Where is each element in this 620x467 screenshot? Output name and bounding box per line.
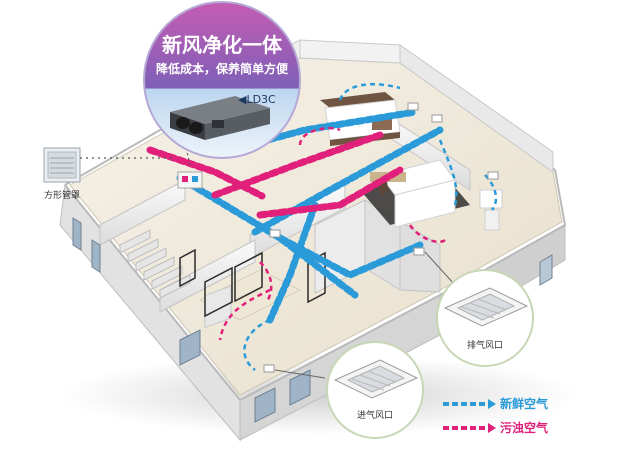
fresh-air-room-flow [243,82,498,371]
ventilation-unit-location [177,171,203,189]
ceiling-diffusers [263,102,499,373]
bubble-connector [181,129,191,166]
square-hood-label: 方形管罩 [44,189,80,201]
legend-fresh-air-label: 新鲜空气 [500,396,548,411]
ventilation-unit-image [170,96,270,140]
legend: 新鲜空气 污浊空气 [443,396,548,435]
legend-dirty-air-label: 污浊空气 [500,420,548,435]
dirty-air-ducts [146,131,404,219]
model-label: ◀LD3C [238,93,276,106]
dirty-air-room-flow [218,126,446,341]
intake-vent-callout [274,341,424,439]
intake-vent-label: 进气风口 [357,409,393,421]
exhaust-vent-callout [424,251,534,367]
banner-title: 新风净化一体 [162,33,283,57]
banner-subtitle: 降低成本，保养简单方便 [156,61,289,76]
product-bubble [143,1,301,159]
square-hood-image [43,147,81,183]
exhaust-vent-label: 排气风口 [467,339,503,351]
